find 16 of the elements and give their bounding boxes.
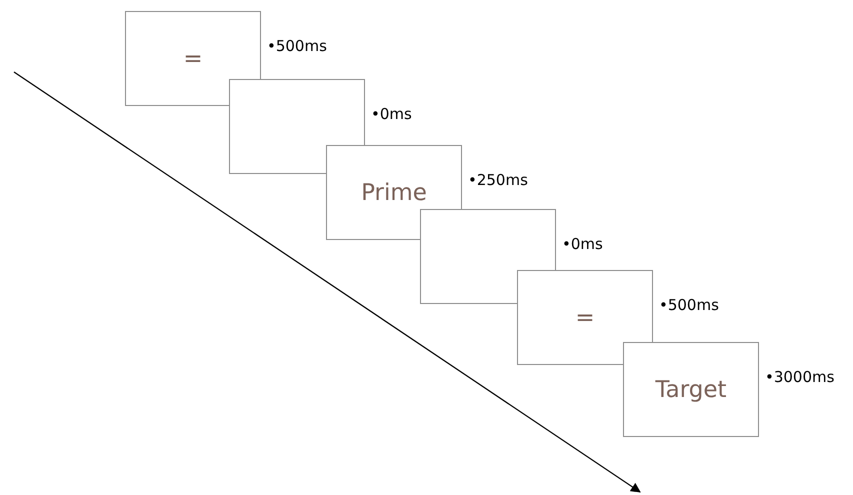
screen-text: = (183, 46, 203, 72)
screen-text: = (575, 304, 595, 330)
stimulus-screen (623, 342, 759, 437)
duration-label: •500ms (267, 37, 327, 55)
stimulus-screen (420, 209, 556, 304)
stimulus-screen (326, 145, 462, 240)
stimulus-screen (517, 270, 653, 365)
duration-label: •500ms (659, 296, 719, 314)
screen-text: Target (655, 376, 727, 402)
screen-text: Prime (361, 180, 427, 206)
stimulus-screen (125, 11, 261, 106)
duration-label: •0ms (371, 105, 412, 123)
duration-label: •250ms (468, 171, 528, 189)
duration-label: •3000ms (765, 368, 834, 386)
duration-label: •0ms (562, 235, 603, 253)
stimulus-screen (229, 79, 365, 174)
